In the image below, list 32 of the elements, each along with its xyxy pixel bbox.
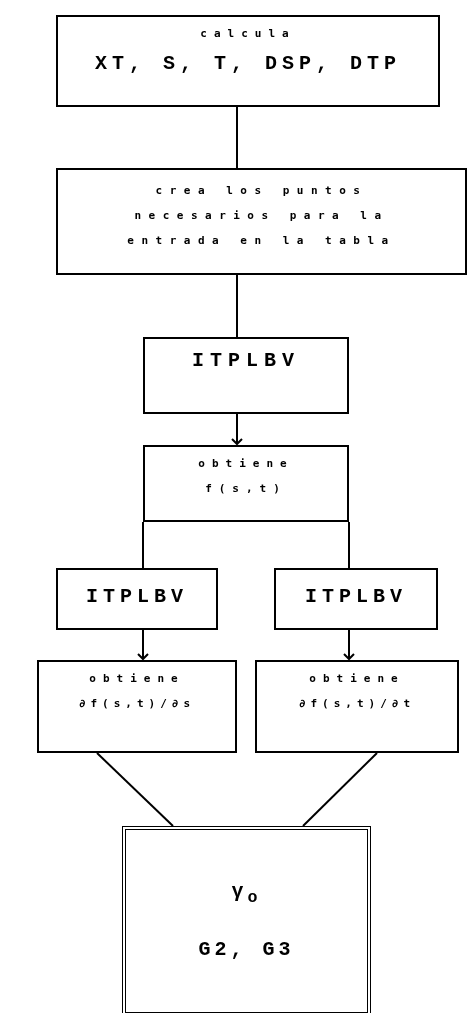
process-box [255, 660, 459, 753]
connector-line [302, 752, 378, 827]
process-box [37, 660, 237, 753]
process-box [274, 568, 438, 630]
connector-line [236, 274, 238, 338]
box-text: ITPLBV [192, 349, 300, 373]
process-box [143, 445, 349, 522]
arrow [231, 413, 243, 445]
box-text: f(s,t) [205, 481, 287, 497]
box-text: crea los puntos necesarios para la entrada en la tabla [126, 183, 397, 249]
process-box [56, 15, 440, 107]
box-text: obtiene [198, 456, 294, 472]
box-text: ∂f(s,t)/∂t [298, 696, 416, 712]
connector-line [348, 521, 350, 569]
box-text: obtiene [89, 671, 185, 687]
box-text: calcula [200, 26, 296, 42]
process-box [56, 168, 467, 275]
process-box [143, 337, 349, 414]
box-text: ITPLBV [305, 585, 407, 609]
connector-line [96, 752, 174, 827]
box-text: G2, G3 [198, 938, 295, 962]
connector-line [142, 521, 144, 569]
process-box [56, 568, 218, 630]
box-text: obtiene [309, 671, 405, 687]
connector-line [236, 106, 238, 169]
box-text: γ$_{o}$ [231, 880, 262, 908]
arrow [137, 629, 149, 660]
box-text: ITPLBV [86, 585, 188, 609]
arrow [343, 629, 355, 660]
process-box [122, 826, 371, 1013]
box-text: ∂f(s,t)/∂s [78, 696, 196, 712]
box-text: XT, S, T, DSP, DTP [94, 52, 401, 76]
